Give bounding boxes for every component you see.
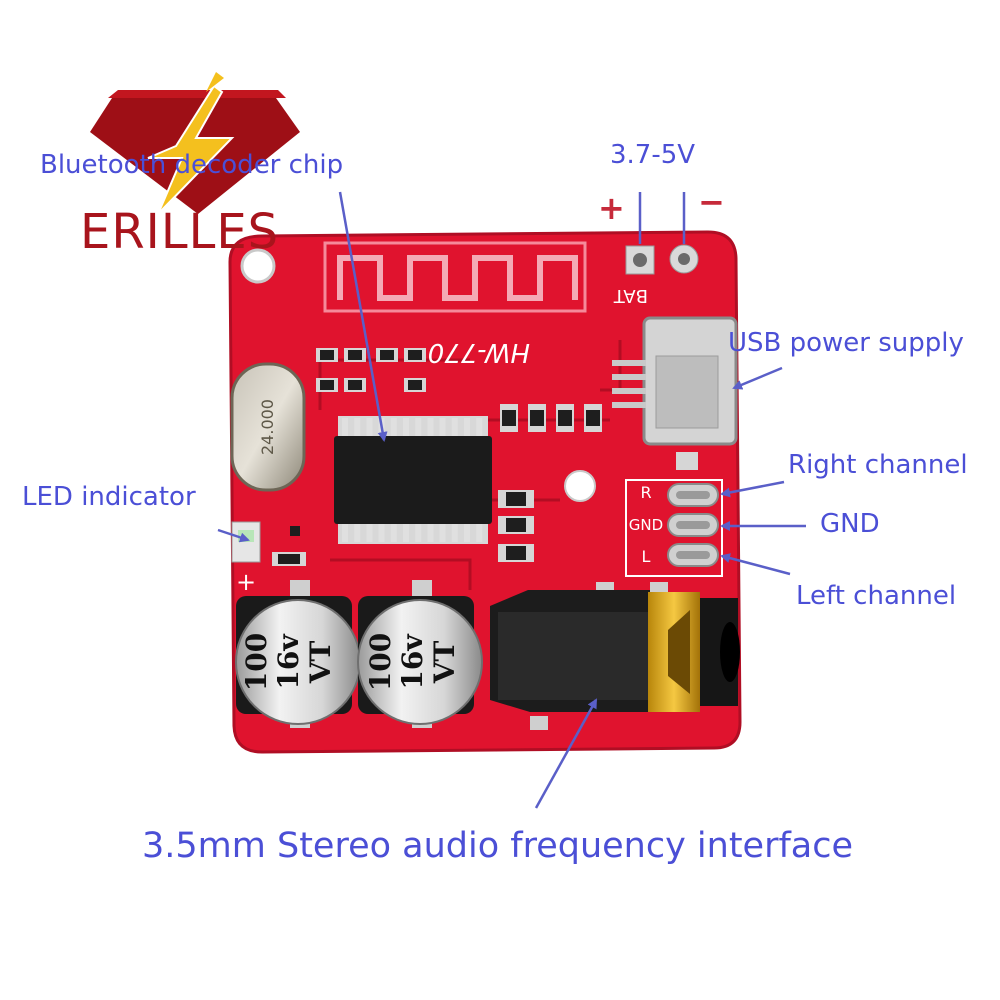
pcb-board: BAT HW-770 24.000	[228, 230, 742, 754]
chip-pin	[415, 418, 422, 436]
cap-left-text-2: 16v	[272, 634, 305, 690]
chip-pin	[378, 524, 385, 542]
decoder-chip	[334, 416, 492, 544]
label-voltage: 3.7-5V	[610, 140, 696, 170]
arrow-led	[217, 528, 250, 543]
arrow-decoder-chip	[338, 191, 388, 442]
capacitor-left	[235, 596, 361, 725]
mounting-hole	[240, 248, 276, 284]
chip-pin	[451, 524, 458, 542]
bat-silkscreen: BAT	[613, 285, 648, 306]
arrow-left-channel	[720, 553, 791, 576]
cap-right-text-3: VT	[428, 641, 461, 685]
chip-pin	[390, 418, 397, 436]
cap-left-text-1: 100	[240, 633, 273, 691]
chip-pin	[439, 524, 446, 542]
label-minus: −	[698, 183, 725, 221]
label-gnd: GND	[820, 509, 880, 539]
chip-pin	[451, 418, 458, 436]
chip-pin	[427, 418, 434, 436]
label-usb-power: USB power supply	[728, 328, 964, 358]
label-left-channel: Left channel	[796, 581, 957, 611]
label-led-indicator: LED indicator	[22, 482, 196, 512]
cap-right-text-1: 100	[364, 633, 397, 691]
chip-pin	[390, 524, 397, 542]
brand-name: ERILLES	[80, 204, 280, 260]
arrow-usb	[732, 366, 783, 390]
chip-pin	[403, 418, 409, 436]
chip-pin	[366, 524, 373, 542]
chip-pin	[476, 524, 483, 542]
pad-gnd-label: GND	[629, 516, 663, 534]
label-audio-interface: 3.5mm Stereo audio frequency interface	[142, 826, 854, 866]
arrow-right-channel	[720, 480, 785, 498]
crystal-label: 24.000	[258, 399, 277, 455]
chip-pin	[427, 524, 434, 542]
model-silkscreen: HW-770	[428, 337, 530, 367]
audio-jack	[490, 590, 740, 712]
brand-logo	[90, 72, 300, 215]
label-plus: +	[598, 189, 625, 227]
chip-pin	[366, 418, 373, 436]
chip-pin	[439, 418, 446, 436]
led-plus-silkscreen: +	[236, 568, 256, 596]
antenna-trace	[337, 255, 578, 301]
label-right-channel: Right channel	[788, 450, 968, 480]
cap-left-text-3: VT	[304, 641, 337, 685]
crystal-oscillator	[230, 362, 306, 492]
chip-pin	[464, 524, 470, 542]
center-hole	[564, 470, 596, 502]
pad-r-label: R	[640, 483, 651, 502]
chip-pin	[354, 524, 361, 542]
arrow-audio-jack	[534, 698, 598, 809]
pad-l-label: L	[642, 547, 651, 566]
capacitor-right	[357, 596, 483, 725]
chip-pin	[342, 524, 348, 542]
chip-pin	[464, 418, 470, 436]
label-decoder-chip: Bluetooth decoder chip	[40, 150, 344, 180]
cap-right-text-2: 16v	[396, 634, 429, 690]
chip-pin	[415, 524, 422, 542]
callout-arrows	[217, 191, 806, 809]
chip-pin	[476, 418, 483, 436]
chip-pin	[403, 524, 409, 542]
bat-plus-pad	[625, 245, 655, 275]
chip-pin	[342, 418, 348, 436]
chip-pin	[354, 418, 361, 436]
